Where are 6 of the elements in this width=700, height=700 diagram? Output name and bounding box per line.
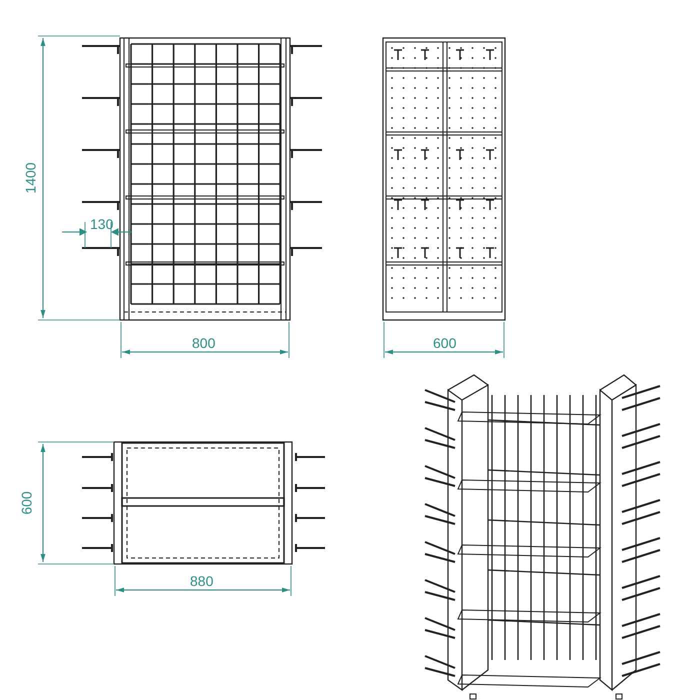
dimension-label: 600 bbox=[18, 491, 35, 515]
dimension-label: 600 bbox=[433, 335, 456, 351]
dimension-label: 130 bbox=[90, 216, 114, 232]
dimension-label: 800 bbox=[192, 335, 216, 351]
dimension-label: 880 bbox=[190, 573, 214, 589]
dimension-label: 1400 bbox=[22, 162, 39, 194]
